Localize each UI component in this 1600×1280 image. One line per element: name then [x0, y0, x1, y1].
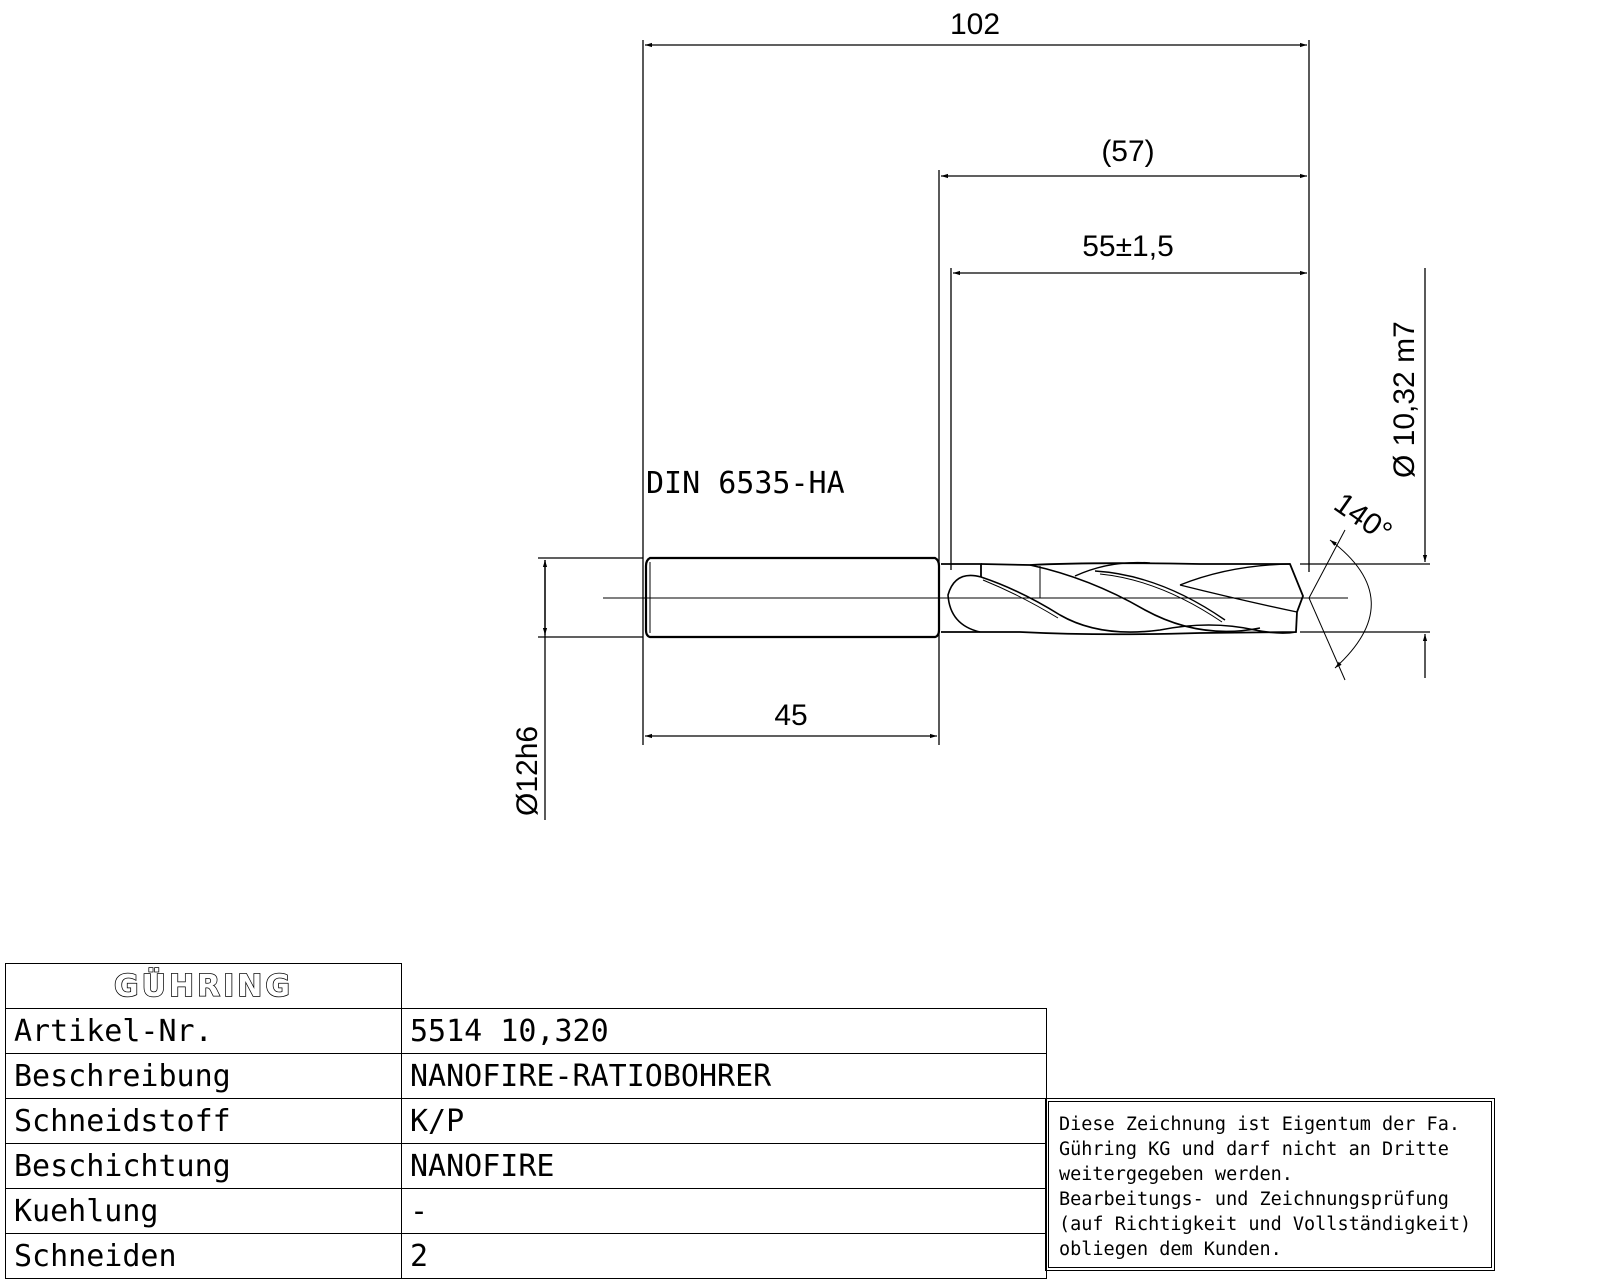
- row-label: Kuehlung: [5, 1188, 402, 1234]
- dim-point-angle: 140°: [1328, 487, 1398, 550]
- disclaimer-line: Bearbeitungs- und Zeichnungsprüfung: [1059, 1189, 1449, 1210]
- disclaimer-line: weitergegeben werden.: [1059, 1164, 1293, 1185]
- row-label: Schneiden: [5, 1233, 402, 1279]
- guehring-logo: GÜHRING: [113, 968, 294, 1005]
- dim-shank-length: 45: [774, 699, 807, 732]
- disclaimer-line: obliegen dem Kunden.: [1059, 1239, 1282, 1260]
- dim-flute-reference: (57): [1101, 135, 1154, 168]
- row-value: NANOFIRE-RATIOBOHRER: [401, 1053, 1047, 1099]
- table-row: Schneidstoff K/P: [5, 1098, 1047, 1144]
- disclaimer-line: Gühring KG und darf nicht an Dritte: [1059, 1139, 1449, 1160]
- dim-flute-length: 55±1,5: [1082, 230, 1174, 263]
- table-row: Kuehlung -: [5, 1188, 1047, 1234]
- row-label: Beschichtung: [5, 1143, 402, 1189]
- title-block: GÜHRING Artikel-Nr. 5514 10,320 Beschrei…: [5, 963, 1047, 1279]
- technical-drawing: 102 (57) 55±1,5 45 DIN 6535-HA Ø12h6 Ø 1…: [511, 8, 1430, 820]
- row-value: -: [401, 1188, 1047, 1234]
- row-label: Schneidstoff: [5, 1098, 402, 1144]
- dim-shank-diameter: Ø12h6: [511, 726, 544, 816]
- row-value: 5514 10,320: [401, 1008, 1047, 1054]
- title-block-logo-row: GÜHRING: [5, 963, 1047, 1009]
- standard-label: DIN 6535-HA: [646, 466, 845, 501]
- row-value: NANOFIRE: [401, 1143, 1047, 1189]
- table-row: Schneiden 2: [5, 1233, 1047, 1279]
- ownership-disclaimer: Diese Zeichnung ist Eigentum der Fa. Güh…: [1045, 1098, 1495, 1271]
- table-row: Beschichtung NANOFIRE: [5, 1143, 1047, 1189]
- dim-cutting-diameter: Ø 10,32 m7: [1388, 321, 1421, 478]
- table-row: Beschreibung NANOFIRE-RATIOBOHRER: [5, 1053, 1047, 1099]
- row-label: Beschreibung: [5, 1053, 402, 1099]
- table-row: Artikel-Nr. 5514 10,320: [5, 1008, 1047, 1054]
- dim-overall-length: 102: [950, 8, 1000, 41]
- row-value: 2: [401, 1233, 1047, 1279]
- disclaimer-line: Diese Zeichnung ist Eigentum der Fa.: [1059, 1114, 1460, 1135]
- row-label: Artikel-Nr.: [5, 1008, 402, 1054]
- row-value: K/P: [401, 1098, 1047, 1144]
- disclaimer-line: (auf Richtigkeit und Vollständigkeit): [1059, 1214, 1472, 1235]
